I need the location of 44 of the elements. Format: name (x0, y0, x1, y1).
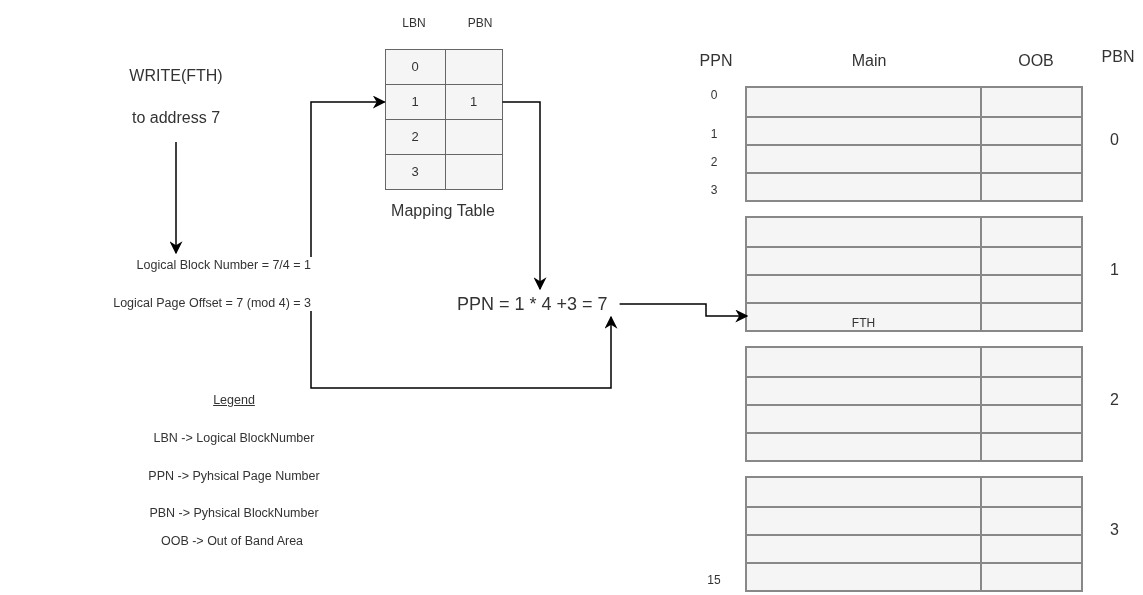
formula-text: PPN = 1 * 4 +3 = 7 (457, 293, 608, 315)
column-header: PBN (1101, 48, 1135, 66)
page-row (747, 274, 1081, 302)
table-caption: Mapping Table (391, 201, 495, 221)
block-number: 3 (1110, 522, 1119, 538)
page-row (747, 534, 1081, 562)
column-header: Main (851, 52, 887, 70)
page-row (747, 404, 1081, 432)
legend-text: OOB -> Out of Band Area (160, 533, 304, 550)
column-header: OOB (1018, 52, 1054, 70)
page-row (747, 432, 1081, 460)
legend-text: PPN -> Pyhsical Page Number (148, 468, 320, 485)
block-number: 0 (1110, 132, 1119, 148)
instruction-text: to address 7 (131, 108, 221, 128)
legend-text: LBN -> Logical BlockNumber (153, 430, 315, 447)
page-number: 1 (709, 128, 719, 140)
arrow (310, 310, 618, 389)
arrow (618, 303, 749, 323)
column-header: LBN (402, 15, 426, 32)
page-row (747, 246, 1081, 274)
block-number: 1 (1110, 262, 1119, 278)
table-cell: 3 (384, 154, 446, 190)
page-number: 3 (709, 184, 719, 196)
page-row (747, 506, 1081, 534)
page-number: 2 (709, 156, 719, 168)
arrow (169, 141, 183, 255)
instruction-text: WRITE(FTH) (129, 66, 223, 86)
page-data-text: FTH (851, 317, 876, 329)
arrow (310, 95, 386, 258)
calculation-text: Logical Page Offset = 7 (mod 4) = 3 (113, 295, 311, 311)
table-cell (444, 49, 503, 85)
table-cell (444, 154, 503, 190)
block-number: 2 (1110, 392, 1119, 408)
page-number: 15 (707, 574, 721, 586)
column-header: PBN (467, 15, 493, 32)
page-number: 0 (709, 89, 719, 101)
legend-text: PBN -> Pyhsical BlockNumber (149, 505, 319, 522)
arrow (501, 101, 547, 291)
page-row (747, 376, 1081, 404)
page-row (747, 302, 1081, 330)
legend-title: Legend (213, 392, 255, 409)
calculation-text: Logical Block Number = 7/4 = 1 (136, 257, 311, 273)
column-header: PPN (699, 52, 733, 70)
table-cell: 0 (384, 49, 446, 85)
